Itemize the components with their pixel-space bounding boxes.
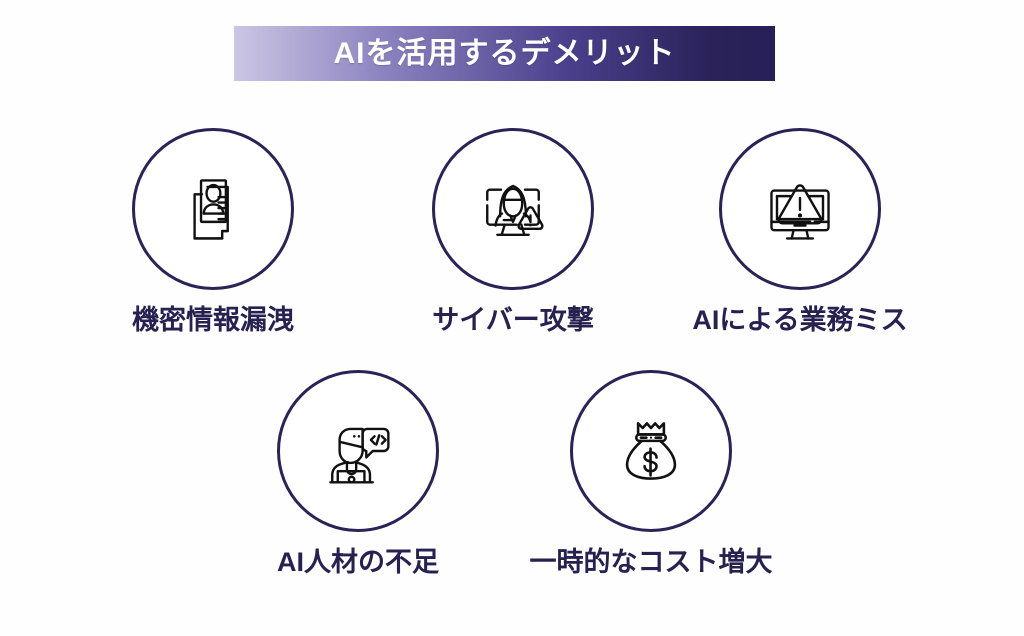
documents-person-icon <box>193 179 229 240</box>
title-banner: AIを活用するデメリット <box>234 26 775 81</box>
demerit-label-1: 機密情報漏洩 <box>132 305 294 335</box>
developer-code-bubble-icon <box>329 427 390 484</box>
icon-circle-2 <box>432 128 594 290</box>
demerit-label-4: AI人材の不足 <box>277 547 439 577</box>
page-title: AIを活用するデメリット <box>333 36 676 70</box>
demerit-label-3: AIによる業務ミス <box>692 305 908 335</box>
demerit-label-2: サイバー攻撃 <box>432 305 594 335</box>
icon-circle-5 <box>570 370 732 532</box>
monitor-warning-icon <box>770 184 830 240</box>
demerit-item-1[interactable]: 機密情報漏洩 <box>132 128 294 335</box>
money-bag-icon <box>625 422 677 480</box>
hacker-monitor-warning-icon <box>486 184 544 236</box>
icon-circle-4 <box>277 370 439 532</box>
icon-circle-3 <box>719 128 881 290</box>
demerit-label-5: 一時的なコスト増大 <box>529 547 773 577</box>
demerit-item-3[interactable]: AIによる業務ミス <box>692 128 908 335</box>
icon-circle-1 <box>132 128 294 290</box>
demerit-item-2[interactable]: サイバー攻撃 <box>432 128 594 335</box>
demerit-item-4[interactable]: AI人材の不足 <box>277 370 439 577</box>
demerit-item-5[interactable]: 一時的なコスト増大 <box>530 370 773 577</box>
